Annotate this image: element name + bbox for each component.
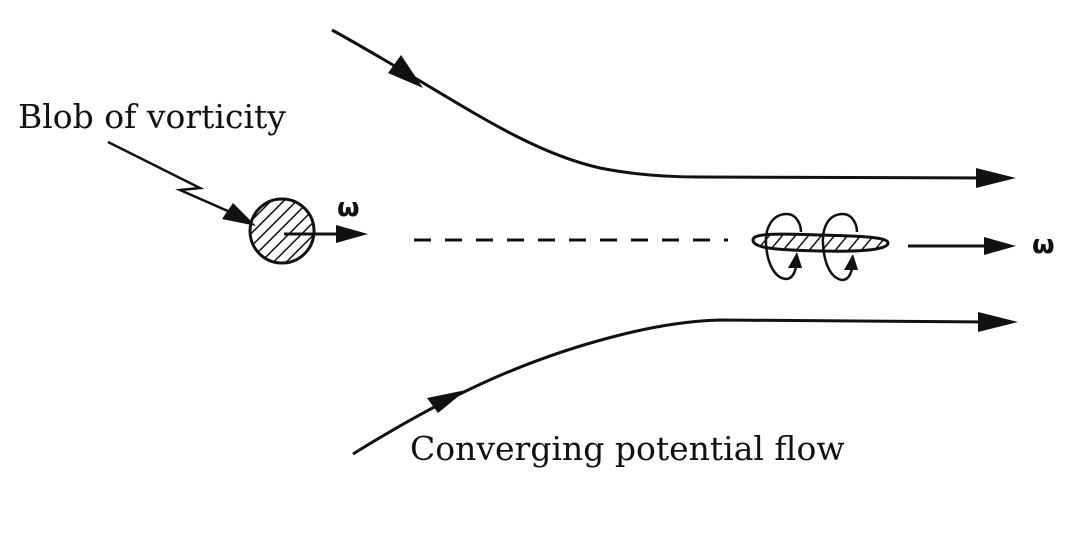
blob-of-vorticity-label: Blob of vorticity <box>18 97 286 136</box>
omega-symbol-left: ω <box>337 193 360 223</box>
swirl-ring-right-arrowhead <box>844 254 858 270</box>
vorticity-blob-circle <box>248 197 316 265</box>
omega-vector-right <box>908 237 1016 255</box>
stretched-vorticity-blob <box>751 232 890 253</box>
omega-vector-left-arrowhead <box>336 225 368 243</box>
swirl-ring-left-arrowhead <box>788 252 802 268</box>
upper-streamline <box>331 28 1016 188</box>
lower-streamline-mid-arrowhead <box>427 390 466 413</box>
omega-vector-left <box>284 225 368 243</box>
omega-symbol-right: ω <box>1032 230 1055 260</box>
upper-streamline-end-arrowhead <box>976 168 1016 188</box>
lower-streamline-end-arrowhead <box>978 312 1018 332</box>
lower-streamline <box>352 312 1018 456</box>
label-pointer <box>107 140 256 226</box>
swirl-ring-left <box>764 212 803 281</box>
converging-flow-label: Converging potential flow <box>410 429 845 468</box>
upper-streamline-mid-arrowhead <box>388 55 423 88</box>
swirl-ring-right <box>821 212 859 282</box>
omega-vector-right-arrowhead <box>984 237 1016 255</box>
label-pointer-arrowhead <box>222 203 256 226</box>
